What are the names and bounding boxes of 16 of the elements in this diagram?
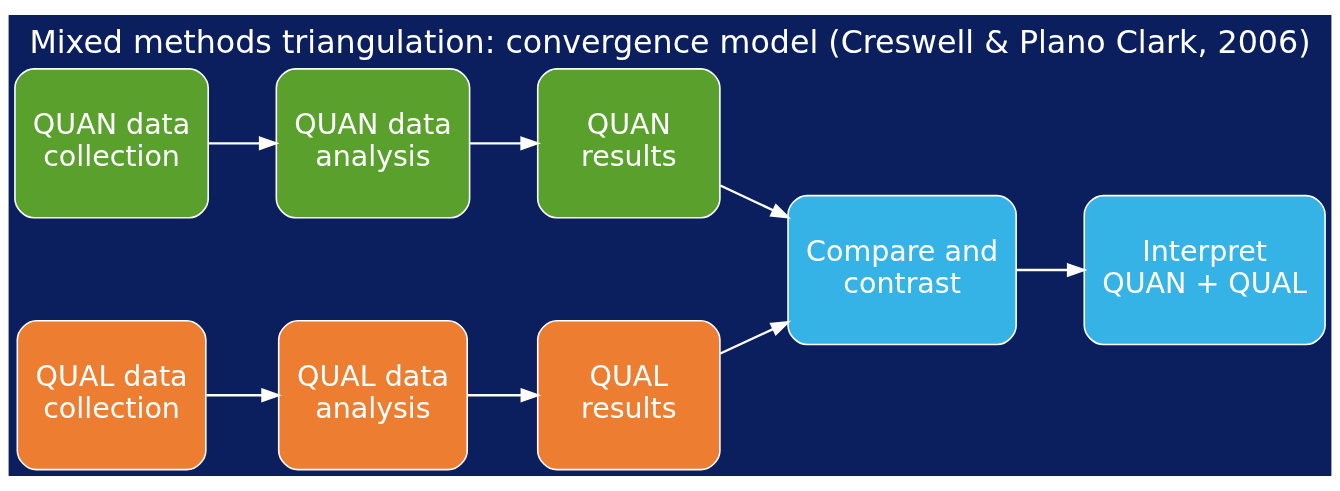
node-box: QUAL results bbox=[536, 319, 721, 471]
arrow bbox=[208, 136, 280, 151]
node-box: QUAL data collection bbox=[16, 319, 207, 471]
arrow bbox=[467, 388, 542, 403]
arrow bbox=[1016, 262, 1088, 278]
arrow bbox=[719, 184, 792, 219]
node-box: QUAN data collection bbox=[14, 68, 209, 219]
node-box: QUAN results bbox=[536, 68, 721, 219]
node-box: QUAL data analysis bbox=[277, 319, 468, 471]
node-box: QUAN data analysis bbox=[275, 68, 471, 219]
node-box: Interpret QUAN + QUAL bbox=[1083, 194, 1326, 346]
arrow bbox=[470, 136, 541, 151]
arrow bbox=[206, 388, 282, 403]
arrow bbox=[719, 320, 792, 355]
diagram-title: Mixed methods triangulation: convergence model (Creswell & Plano Clark, 2006) bbox=[29, 24, 1311, 61]
node-box: Compare and contrast bbox=[787, 194, 1017, 346]
